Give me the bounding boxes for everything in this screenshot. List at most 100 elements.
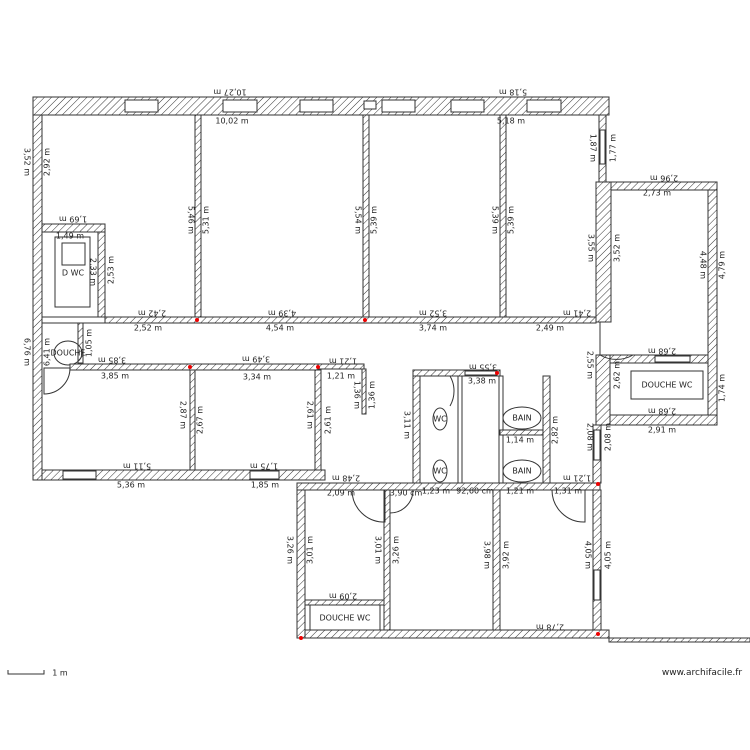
wall <box>707 189 718 426</box>
dimension-label: 5,18 m <box>499 88 527 97</box>
wall <box>595 181 612 323</box>
bathtub <box>502 406 542 430</box>
wall <box>609 414 718 426</box>
window <box>593 569 601 601</box>
walls <box>32 96 750 643</box>
door-swing <box>551 489 586 523</box>
credit-watermark: www.archifacile.fr <box>662 668 742 678</box>
fixture-label: BAIN <box>512 414 531 423</box>
dimension-labels: 10,27 m 10,02 m 5,18 m 5,18 m 3,52 m 2,9… <box>23 88 727 632</box>
dimension-label: 5,31 m <box>202 206 211 234</box>
junction-marker <box>495 371 499 375</box>
window <box>381 99 416 113</box>
window <box>249 470 280 480</box>
dimension-label: 1,69 m <box>59 215 87 224</box>
dimension-label: 2,68 m <box>648 347 676 356</box>
dimension-label: 3,85 m <box>101 372 129 381</box>
wall <box>542 375 551 485</box>
wall <box>32 114 43 481</box>
shower-square <box>61 242 86 266</box>
wall <box>296 482 601 491</box>
dimension-label: 2,91 m <box>648 426 676 435</box>
room-label: DOUCHE WC <box>641 381 692 390</box>
dimension-label: 3,52 m <box>419 309 447 318</box>
dimension-label: 1,05 m <box>85 329 94 357</box>
shower-ellipse <box>53 340 83 366</box>
dimension-label: 2,55 m <box>586 351 595 379</box>
dimension-label: 2,62 m <box>613 361 622 389</box>
dimension-label: 3,90 cm <box>390 489 423 498</box>
dimension-label: 3,38 m <box>468 377 496 386</box>
dimension-label: 1,85 m <box>251 481 279 490</box>
dimension-label: 3,01 m <box>306 536 315 564</box>
dimension-label: 2,92 m <box>43 148 52 176</box>
wall <box>595 354 611 426</box>
dimension-label: 3,85 m <box>98 356 126 365</box>
window <box>450 99 485 113</box>
dimension-label: 1,21 m <box>329 357 357 366</box>
junction-marker <box>195 318 199 322</box>
dimension-label: 2,41 m <box>563 309 591 318</box>
window <box>222 99 258 113</box>
dimension-label: 2,68 m <box>648 407 676 416</box>
junction-marker <box>596 632 600 636</box>
dimension-label: 10,02 m <box>215 117 248 126</box>
toilet <box>432 459 448 483</box>
door-swing <box>599 322 634 360</box>
wall <box>296 489 306 639</box>
shower-tray <box>54 236 91 308</box>
shower-tray <box>630 370 704 400</box>
wall <box>41 469 326 481</box>
dimension-label: 4,39 m <box>268 309 296 318</box>
dimension-label: 1,87 m <box>589 134 598 162</box>
wall <box>499 114 507 323</box>
dimension-label: 3,55 m <box>469 363 497 372</box>
dimension-label: 2,96 m <box>650 174 678 183</box>
dimension-label: 1,23 m <box>422 487 450 496</box>
dimension-label: 1,49 m <box>56 232 84 241</box>
window <box>124 99 159 113</box>
dimension-label: 3,92 m <box>502 541 511 569</box>
wall <box>412 369 501 377</box>
dimension-label: 3,11 m <box>403 411 412 439</box>
toilet <box>432 407 448 431</box>
dimension-label: 1,21 m <box>563 474 591 483</box>
wall <box>362 114 370 323</box>
junction-marker <box>363 318 367 322</box>
dimension-label: 1,21 m <box>327 372 355 381</box>
dimension-label: 2,82 m <box>551 416 560 444</box>
dimension-label: 4,05 m <box>604 541 613 569</box>
dimension-label: 2,61 m <box>306 401 315 429</box>
dimension-label: 1,36 m <box>368 381 377 409</box>
dimension-label: 2,67 m <box>196 406 205 434</box>
dimension-label: 6,76 m <box>23 338 32 366</box>
dimension-label: 3,49 m <box>242 355 270 364</box>
dimension-label: 2,09 m <box>329 592 357 601</box>
room-label: DOUCHE <box>51 349 86 358</box>
junction-marker <box>596 482 600 486</box>
dimension-label: 5,54 m <box>354 206 363 234</box>
dimension-label: 2,42 m <box>138 309 166 318</box>
dimension-label: 3,52 m <box>23 148 32 176</box>
fixture-label: WC <box>433 415 447 424</box>
dimension-label: 3,26 m <box>286 536 295 564</box>
dimension-label: 3,34 m <box>243 373 271 382</box>
wall <box>77 322 84 364</box>
dimension-label: 2,08 m <box>586 423 595 451</box>
dimension-label: 3,55 m <box>587 234 596 262</box>
bathtub <box>502 459 542 483</box>
window <box>526 99 562 113</box>
dimension-label: 2,09 m <box>327 489 355 498</box>
junction-marker <box>188 365 192 369</box>
wall <box>361 368 367 415</box>
scale-line <box>7 670 45 675</box>
wall <box>41 223 106 233</box>
door-swing <box>43 367 71 395</box>
wall <box>608 637 750 643</box>
dimension-label: 5,39 m <box>370 206 379 234</box>
wall <box>610 181 718 191</box>
dimension-label: 1,75 m <box>250 462 278 471</box>
dimension-label: 5,39 m <box>507 206 516 234</box>
dimension-label: 5,11 m <box>123 462 151 471</box>
